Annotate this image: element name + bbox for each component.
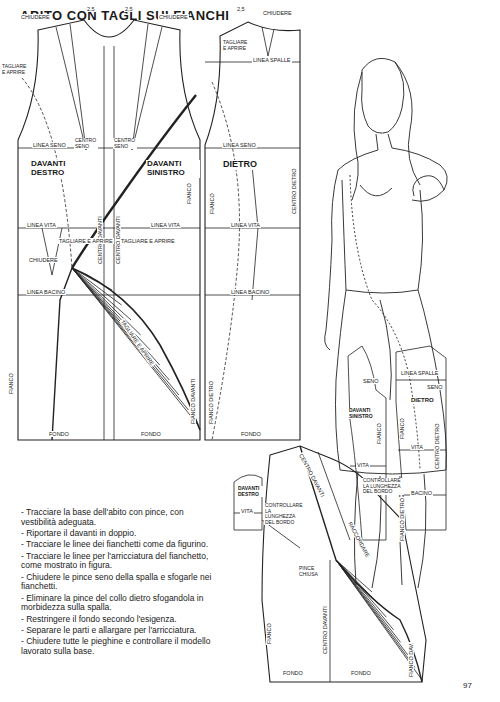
pattern-label: LINEA VITA: [150, 222, 181, 228]
pattern-label: RACCORDARE: [347, 520, 372, 559]
fashion-figure: [325, 58, 448, 588]
pattern-label: FIANCO DIETRO: [208, 380, 214, 425]
pattern-label: FIANCO DIETRO: [399, 497, 405, 542]
pattern-label: TAGLIARE E APRIRE: [58, 238, 114, 244]
pattern-label: FIANCO: [209, 192, 215, 215]
pattern-label: CENTRO DAVANTI: [298, 452, 327, 499]
pattern-label: FIANCO: [266, 622, 272, 645]
pattern-label: LINEA VITA: [230, 222, 261, 228]
flare-line: [72, 268, 131, 320]
back-pattern: [205, 22, 300, 440]
instruction-text: - Restringere il fondo secondo l'esigenz…: [20, 615, 220, 625]
pattern-label: TAGLIARE E APRIRE: [1, 64, 29, 75]
pattern-label: VITA: [356, 462, 370, 468]
pattern-label: FONDO: [48, 431, 70, 437]
pattern-label: FIANCO DAV.: [408, 642, 414, 678]
pattern-label: SENO: [362, 378, 380, 384]
pattern-label: DAVANTI DESTRO: [237, 486, 263, 497]
pattern-label: LINEA BACINO: [230, 289, 270, 295]
pattern-label: FIANCO DAVANTI: [190, 378, 196, 425]
pattern-label: FIANCO: [399, 417, 405, 440]
instruction-text: - Tracciare la base dell'abito con pince…: [20, 508, 220, 528]
instruction-text: - Tracciare le linee dei fianchetti come…: [20, 540, 220, 550]
pattern-label: 2,5: [236, 6, 246, 12]
pattern-label: CONTROLLARE LA LUNGHEZZA DEL BORDO: [264, 503, 302, 525]
pattern-label: LINEA SENO: [222, 142, 257, 148]
pattern-label: CHIUDERE: [262, 10, 293, 16]
pattern-label: 2,5: [86, 6, 96, 12]
pattern-label: TAGLIARE E APRIRE: [119, 318, 156, 367]
pattern-label: FIANCO: [8, 372, 14, 395]
pattern-label: LINEA VITA: [26, 222, 57, 228]
flare-line: [336, 560, 379, 605]
pattern-label: DIETRO: [222, 160, 258, 170]
pattern-label: BACINO: [410, 490, 433, 496]
pattern-label: LINEA BACINO: [26, 289, 66, 295]
pattern-label: FIANCO: [186, 182, 192, 205]
pattern-label: FONDO: [350, 670, 372, 676]
flare-line: [72, 268, 141, 335]
instruction-text: - Riportare il davanti in doppio.: [20, 529, 220, 539]
pattern-label: VITA: [410, 444, 424, 450]
pattern-label: DAVANTI DESTRO: [30, 160, 84, 178]
instruction-text: - Chiudere tutte le pieghine e controlla…: [20, 637, 220, 657]
pattern-label: CENTRO DIETRO: [291, 167, 297, 215]
instruction-text: - Chiudere le pince seno della spalla e …: [20, 573, 220, 593]
pattern-label: CENTRO SENO: [74, 138, 98, 149]
instruction-text: - Tracciare le linee per l'arricciatura …: [20, 552, 220, 572]
pattern-label: LINEA SPALLE: [400, 370, 440, 376]
pattern-label: FONDO: [240, 431, 262, 437]
pattern-label: DIETRO: [410, 397, 435, 404]
pattern-label: 97: [462, 682, 473, 691]
pattern-label: CHIUDERE: [20, 14, 51, 20]
pattern-label: 2,5: [124, 6, 134, 12]
front-pattern: [18, 20, 200, 440]
pattern-label: FONDO: [282, 670, 304, 676]
pattern-label: LINEA SENO: [32, 142, 67, 148]
instruction-text: - Eliminare la pince del collo dietro sf…: [20, 594, 220, 614]
pattern-label: CENTRO DAVANTI: [322, 605, 328, 655]
pattern-label: CONTROLLARE LA LUNGHEZZA DEL BORDO: [362, 478, 404, 495]
pattern-label: FIANCO: [376, 422, 382, 445]
pattern-label: LINEA SPALLE: [252, 57, 292, 63]
flare-line: [336, 560, 422, 680]
pattern-label: TAGLIARE E APRIRE: [222, 40, 250, 51]
instruction-text: - Separare le parti e allargare per l'ar…: [20, 626, 220, 636]
assembled-pattern: [262, 446, 426, 682]
pattern-label: CHIUDERE: [28, 257, 59, 263]
pattern-label: SENO: [426, 384, 444, 390]
pattern-label: DAVANTI SINISTRO: [146, 160, 200, 178]
flare-line: [72, 268, 198, 425]
flare-line: [72, 268, 112, 290]
pattern-label: DAVANTI SINISTRO: [348, 408, 380, 419]
pattern-label: CHIUDERE: [158, 14, 189, 20]
pattern-label: PINCE CHIUSA: [298, 566, 324, 577]
pattern-label: CENTRO SENO: [113, 138, 137, 149]
instruction-list: - Tracciare la base dell'abito con pince…: [20, 508, 220, 658]
small-pattern-pieces: [234, 346, 446, 540]
pattern-label: VITA: [240, 508, 254, 514]
pattern-label: CENTRO DIETRO: [434, 422, 440, 470]
pattern-label: TAGLIARE E APRIRE: [120, 238, 176, 244]
pattern-label: FONDO: [140, 431, 162, 437]
flare-line: [336, 560, 372, 592]
